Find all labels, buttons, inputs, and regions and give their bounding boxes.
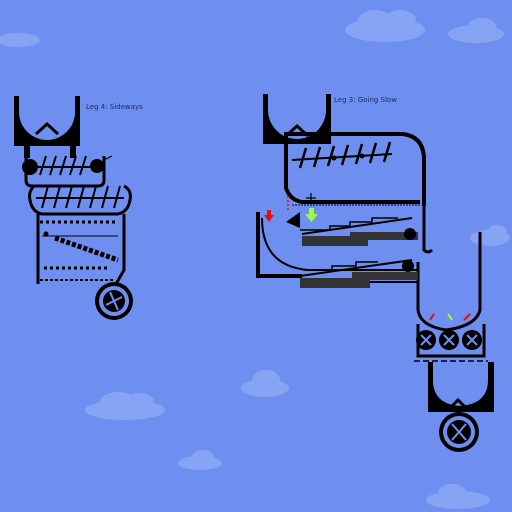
leg3-ramps bbox=[286, 212, 418, 288]
cloud bbox=[178, 450, 222, 470]
leg3-title: Leg 3: Going Slow bbox=[334, 96, 397, 104]
leg3-drop-tube bbox=[414, 232, 494, 452]
leg4-funnel bbox=[14, 96, 80, 158]
green-down-arrow-icon[interactable] bbox=[305, 208, 318, 222]
cloud bbox=[0, 33, 40, 47]
cloud bbox=[85, 392, 165, 420]
cloud bbox=[470, 225, 510, 246]
crosshair-icon bbox=[306, 193, 316, 203]
cloud bbox=[426, 484, 490, 509]
cloud bbox=[448, 18, 504, 43]
red-down-arrow-icon[interactable] bbox=[264, 210, 274, 222]
leg3-funnel bbox=[263, 94, 331, 144]
leg4-machine bbox=[14, 96, 133, 320]
cloud bbox=[241, 370, 289, 397]
leg4-exit-wheel bbox=[95, 282, 133, 320]
leg3-lower-bucket bbox=[428, 362, 494, 412]
cloud bbox=[345, 10, 425, 42]
leg4-title: Leg 4: Sideways bbox=[86, 103, 143, 111]
background-clouds bbox=[0, 10, 510, 509]
leg4-chamber-lower bbox=[36, 214, 126, 285]
leg3-machine bbox=[256, 94, 434, 290]
leg4-chamber-upper bbox=[22, 155, 113, 188]
gear-cluster bbox=[414, 313, 488, 362]
leg4-chamber-middle bbox=[28, 184, 132, 216]
leg3-chamber-upper bbox=[284, 132, 426, 206]
leg3-exit-wheel bbox=[439, 412, 479, 452]
